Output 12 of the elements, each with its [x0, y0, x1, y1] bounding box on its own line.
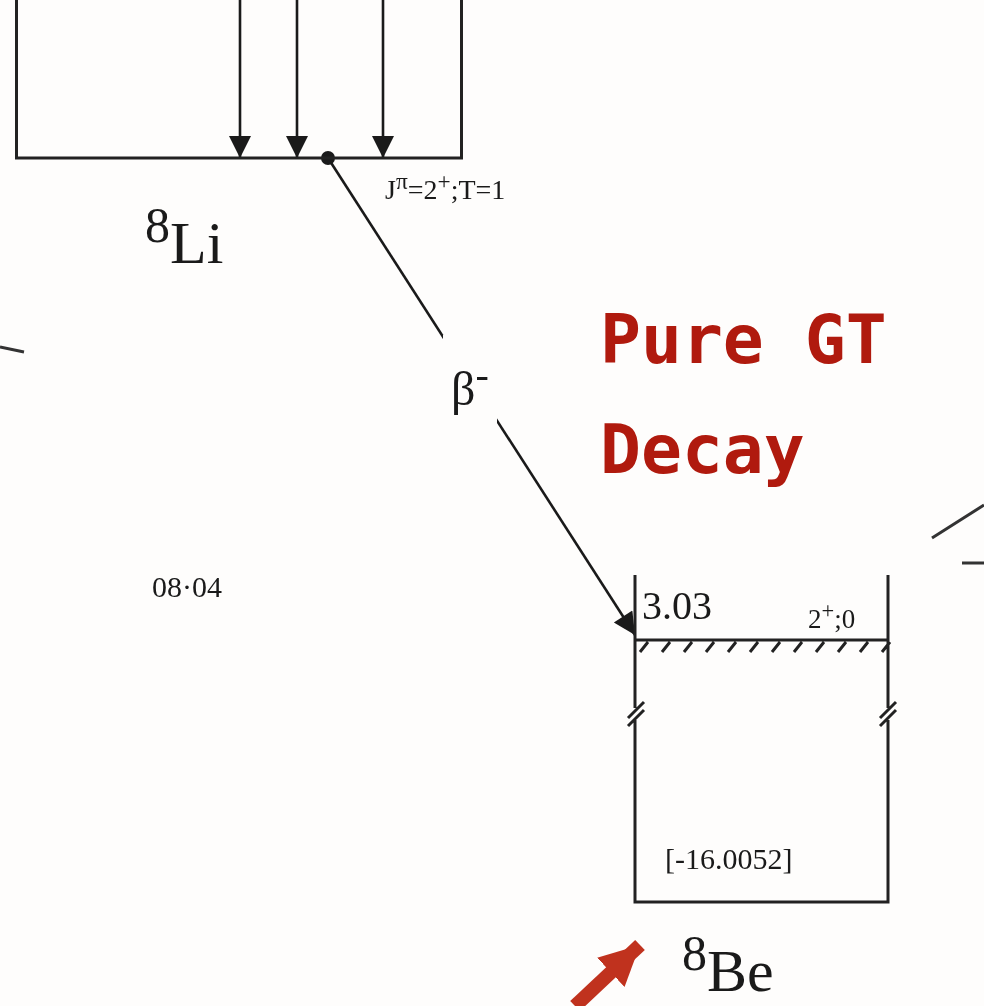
mass-label: [-16.0052] [665, 842, 793, 876]
energy-label: 3.03 [642, 584, 712, 628]
annotation-text: Pure GT Decay [600, 299, 888, 491]
figure-code: 08·04 [152, 570, 222, 604]
pointer-arrow [570, 939, 645, 1006]
spin-label: J$^{π}$=2$^{+}$;T=1 [385, 167, 506, 207]
nuclide-label: $^{8}$Li [145, 196, 224, 276]
arrow [229, 0, 251, 158]
nuclide-label: $^{8}$Be [682, 924, 774, 1004]
spin-label: 2$^{+}$;0 [808, 597, 856, 634]
arrow [372, 0, 394, 158]
arrow [286, 0, 308, 158]
